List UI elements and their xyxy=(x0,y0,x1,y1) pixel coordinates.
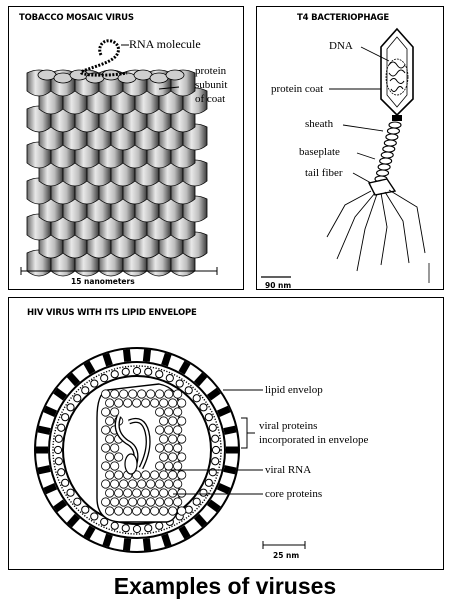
tmv-protein-label-3: of coat xyxy=(195,93,226,105)
t4-protein-coat xyxy=(380,27,414,117)
t4-scale-label: 90 nm xyxy=(265,281,292,290)
tmv-rna-strand xyxy=(79,39,128,77)
t4-title: T4 BACTERIOPHAGE xyxy=(297,13,390,23)
t4-sheath-label: sheath xyxy=(305,118,334,130)
tmv-protein-label-2: subunit xyxy=(195,79,228,91)
tmv-scale-label: 15 nanometers xyxy=(71,277,135,286)
tmv-illustration xyxy=(20,39,218,277)
t4-tail-fibers xyxy=(326,189,426,272)
t4-fiber-label: tail fiber xyxy=(305,167,343,179)
t4-dna-label: DNA xyxy=(329,40,353,52)
t4-collar xyxy=(392,115,402,121)
tmv-protein-coat xyxy=(26,69,208,277)
t4-baseplate-label: baseplate xyxy=(299,146,340,158)
hiv-rna-label: viral RNA xyxy=(265,464,312,476)
hiv-rna xyxy=(116,415,150,469)
hiv-core-proteins xyxy=(101,389,187,516)
hiv-panel: HIV VIRUS WITH ITS LIPID ENVELOPE lipid … xyxy=(8,297,444,570)
t4-sheath xyxy=(374,121,402,183)
tmv-title: TOBACCO MOSAIC VIRUS xyxy=(19,13,134,23)
tmv-panel: TOBACCO MOSAIC VIRUS RNA molecule protei… xyxy=(8,6,244,290)
tmv-protein-label-1: protein xyxy=(195,65,227,77)
t4-illustration xyxy=(261,27,430,283)
hiv-illustration xyxy=(34,347,306,553)
tmv-rna-label: RNA molecule xyxy=(129,37,201,51)
figure-caption: Examples of viruses xyxy=(113,573,337,599)
hiv-core xyxy=(96,383,187,523)
hiv-envelope-proteins xyxy=(36,349,238,551)
hiv-scale-label: 25 nm xyxy=(273,551,300,560)
hiv-viral-proteins-label-2: incorporated in envelope xyxy=(259,434,369,446)
t4-coat-label: protein coat xyxy=(271,83,324,95)
hiv-envelope-label: lipid envelop xyxy=(265,384,323,396)
t4-dna xyxy=(385,58,409,96)
tmv-protein-leader xyxy=(158,86,180,90)
hiv-title: HIV VIRUS WITH ITS LIPID ENVELOPE xyxy=(27,308,197,318)
hiv-viral-proteins-label-1: viral proteins xyxy=(259,420,318,432)
t4-baseplate xyxy=(367,178,397,196)
hiv-core-label: core proteins xyxy=(265,488,323,500)
t4-panel: T4 BACTERIOPHAGE xyxy=(256,6,444,290)
